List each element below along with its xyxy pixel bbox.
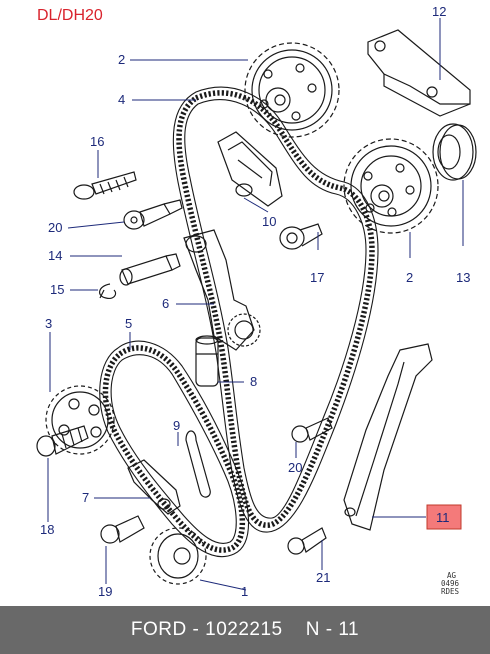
parts-diagram: DL/DH20 bbox=[36, 4, 477, 599]
callout-9: 9 bbox=[173, 418, 180, 433]
footer-brand: FORD bbox=[130, 619, 187, 640]
upper-timing-chain bbox=[172, 86, 379, 533]
callout-2-upper: 2 bbox=[118, 52, 125, 67]
callout-16: 16 bbox=[90, 134, 104, 149]
chain-tensioner bbox=[217, 131, 283, 207]
camshaft-sprocket-upper bbox=[244, 42, 340, 138]
lower-sprocket bbox=[149, 527, 207, 585]
lower-timing-chain bbox=[99, 340, 250, 558]
guide-pin-9 bbox=[185, 430, 211, 498]
pivot-pin-14 bbox=[119, 253, 181, 286]
callout-21: 21 bbox=[316, 570, 330, 585]
callout-11: 11 bbox=[436, 510, 450, 525]
timing-chain-exploded-view: DL/DH20 bbox=[36, 4, 477, 599]
guide-lever-7 bbox=[127, 459, 181, 515]
drawing-code-line-1: AG bbox=[447, 571, 457, 580]
callout-4: 4 bbox=[118, 92, 125, 107]
bolt-18 bbox=[36, 425, 89, 457]
callout-1: 1 bbox=[241, 584, 248, 599]
callout-18: 18 bbox=[40, 522, 54, 537]
callout-12: 12 bbox=[432, 4, 446, 19]
part-info-footer: FORD - 1022215 N - 11 bbox=[0, 606, 490, 654]
chain-guide-rail bbox=[343, 343, 433, 531]
drawing-code: AG 0496 RDES bbox=[441, 571, 460, 596]
callout-13: 13 bbox=[456, 270, 470, 285]
bolt-20-lower bbox=[291, 417, 333, 443]
callout-10: 10 bbox=[262, 214, 276, 229]
callout-14: 14 bbox=[48, 248, 62, 263]
callout-labels: 1 2 2 3 4 5 6 7 8 9 10 11 12 13 14 15 16… bbox=[40, 4, 470, 599]
callout-15: 15 bbox=[50, 282, 64, 297]
callout-7: 7 bbox=[82, 490, 89, 505]
bolt-21 bbox=[287, 527, 327, 555]
bolt-19 bbox=[100, 515, 145, 544]
callout-8: 8 bbox=[250, 374, 257, 389]
leader-lines bbox=[47, 18, 464, 591]
footer-part-number: 1022215 bbox=[205, 619, 283, 640]
drawing-code-line-3: RDES bbox=[441, 587, 460, 596]
footer-position-label: N - 11 bbox=[305, 619, 360, 640]
callout-20-lower: 20 bbox=[288, 460, 302, 475]
callout-6: 6 bbox=[162, 296, 169, 311]
retaining-clip-15 bbox=[99, 283, 117, 299]
corner-label: DL/DH20 bbox=[37, 7, 103, 24]
camshaft-sprocket-right bbox=[343, 138, 439, 234]
footer-separator: - bbox=[192, 619, 200, 640]
callout-19: 19 bbox=[98, 584, 112, 599]
callout-5: 5 bbox=[125, 316, 132, 331]
tensioner-plunger bbox=[195, 335, 219, 387]
oil-seal bbox=[432, 123, 477, 181]
callout-2-right: 2 bbox=[406, 270, 413, 285]
drawing-code-line-2: 0496 bbox=[441, 579, 460, 588]
crankshaft-sprocket bbox=[45, 385, 115, 455]
tensioner-arm bbox=[183, 229, 261, 351]
callout-17: 17 bbox=[310, 270, 324, 285]
chain-guide-bracket bbox=[367, 29, 471, 117]
callout-20-upper: 20 bbox=[48, 220, 62, 235]
bolt-20-upper bbox=[123, 199, 183, 230]
highlight-box-11 bbox=[426, 504, 462, 530]
bolt-16 bbox=[73, 171, 137, 200]
callout-3: 3 bbox=[45, 316, 52, 331]
bolt-17 bbox=[279, 223, 323, 250]
